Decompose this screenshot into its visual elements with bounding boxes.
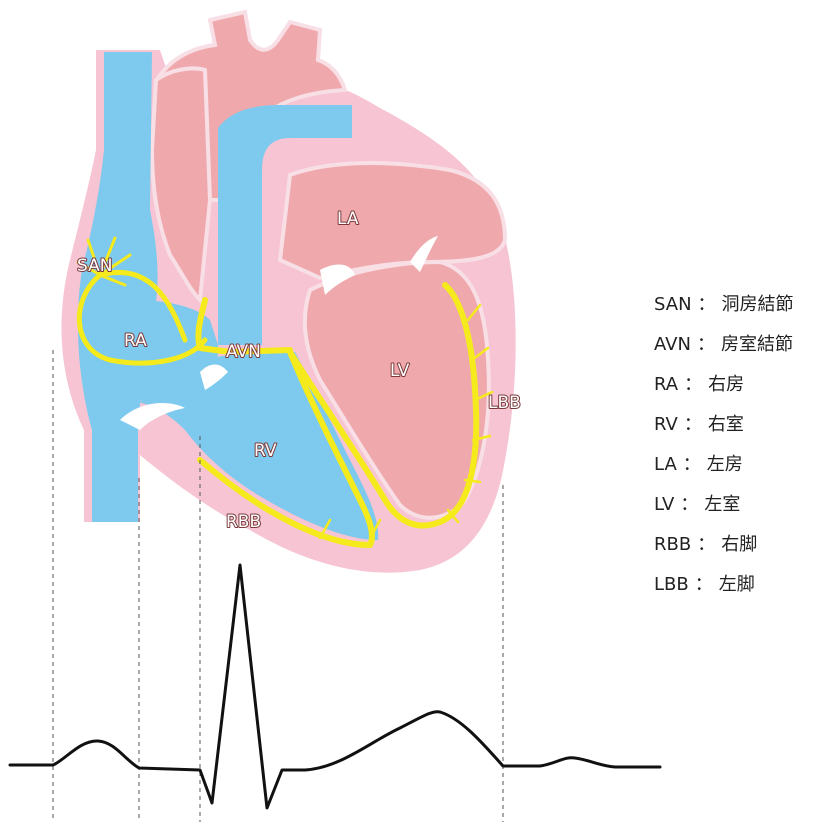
label-ra: RA: [124, 331, 147, 351]
label-san: SAN: [77, 256, 112, 276]
legend-abbr: LA: [654, 454, 677, 475]
legend-row-lv: LV：左室: [654, 490, 818, 530]
legend-term: 洞房結節: [722, 294, 794, 315]
legend-term: 左脚: [719, 574, 755, 595]
legend-separator: ：: [677, 454, 707, 475]
label-avn: AVN: [226, 342, 261, 362]
legend-row-ra: RA：右房: [654, 370, 818, 410]
legend-row-san: SAN：洞房結節: [654, 290, 818, 330]
legend-separator: ：: [692, 294, 722, 315]
ecg-trace: [10, 565, 660, 808]
legend-term: 房室結節: [721, 334, 793, 355]
left-atrium: [280, 163, 505, 278]
legend-row-la: LA：左房: [654, 450, 818, 490]
legend-abbr: RA: [654, 374, 678, 395]
legend-abbr: RV: [654, 414, 678, 435]
legend-term: 左室: [704, 494, 740, 515]
legend-separator: ：: [689, 574, 719, 595]
legend-separator: ：: [678, 374, 708, 395]
legend-separator: ：: [691, 334, 721, 355]
legend-term: 右脚: [721, 534, 757, 555]
label-la: LA: [337, 209, 359, 229]
legend-separator: ：: [691, 534, 721, 555]
legend-abbr: RBB: [654, 534, 691, 555]
legend: SAN：洞房結節 AVN：房室結節 RA：右房 RV：右室 LA：左房 LV：左…: [654, 290, 818, 610]
legend-row-lbb: LBB：左脚: [654, 570, 818, 610]
legend-row-rv: RV：右室: [654, 410, 818, 450]
legend-abbr: LV: [654, 494, 674, 515]
legend-abbr: LBB: [654, 574, 689, 595]
legend-row-avn: AVN：房室結節: [654, 330, 818, 370]
label-lv: LV: [390, 361, 410, 381]
legend-abbr: SAN: [654, 294, 692, 315]
legend-term: 左房: [707, 454, 743, 475]
label-lbb: LBB: [488, 393, 521, 413]
legend-term: 右室: [708, 414, 744, 435]
legend-separator: ：: [674, 494, 704, 515]
legend-term: 右房: [708, 374, 744, 395]
legend-row-rbb: RBB：右脚: [654, 530, 818, 570]
label-rv: RV: [254, 441, 277, 461]
label-rbb: RBB: [226, 512, 261, 532]
legend-abbr: AVN: [654, 334, 691, 355]
legend-separator: ：: [678, 414, 708, 435]
